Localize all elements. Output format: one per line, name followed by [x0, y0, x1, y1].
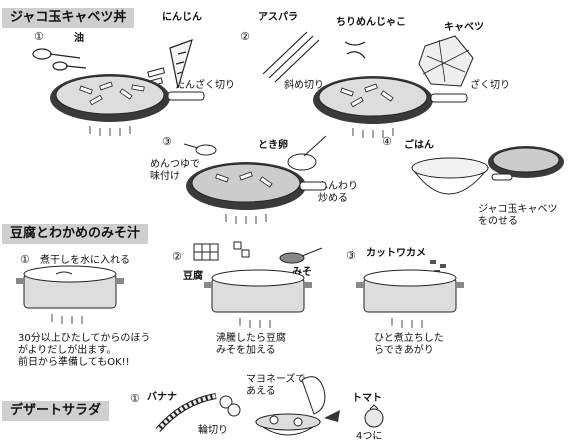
bowl-illustration: [411, 146, 564, 195]
step-number: ②: [172, 250, 182, 263]
label-oil: 油: [74, 33, 84, 44]
label-wakame: カットワカメ: [366, 248, 426, 259]
label-step3-text: ひと煮立ちした らできあがり: [374, 333, 444, 356]
step-number: ①: [34, 30, 44, 43]
pan-illustration-1: [32, 39, 205, 136]
label-cabbage: キャベツ: [444, 22, 484, 33]
section-title-misoshiru: 豆腐とわかめのみそ汁: [2, 224, 149, 244]
pot-illustration-3: [356, 260, 464, 328]
step-number: ②: [240, 30, 250, 43]
label-miso: みそ: [292, 267, 312, 278]
section-title-jako: ジャコ玉キャベツ丼: [2, 8, 135, 28]
label-asparagus: アスパラ: [258, 12, 298, 23]
label-niboshi: 煮干しを水に入れる: [40, 255, 130, 266]
label-fuwari: ふんわり 炒める: [318, 181, 358, 204]
label-naname: 斜め切り: [284, 80, 324, 91]
label-egg: とき卵: [258, 140, 288, 151]
label-serve: ジャコ玉キャベツ をのせる: [478, 204, 558, 227]
section-title-dessert: デザートサラダ: [2, 401, 110, 421]
pan-illustration-3: [183, 135, 327, 224]
note-dashi: 30分以上ひたしてからのほう がよりだしが出ます。 前日から準備してもOK!!: [18, 333, 151, 368]
salad-illustration: [155, 376, 384, 436]
label-wagiri: 輪切り: [198, 425, 228, 436]
step-number: ④: [382, 135, 392, 148]
label-tomato: トマト: [352, 393, 382, 404]
pan-illustration-2: [262, 31, 474, 138]
label-tofu: 豆腐: [183, 271, 203, 282]
label-carrot: にんじん: [162, 12, 202, 23]
label-banana: バナナ: [147, 392, 177, 403]
pot-illustration-2: [193, 241, 323, 328]
label-zaku: ざく切り: [470, 80, 510, 91]
pot-illustration-1: [16, 265, 124, 324]
label-tsuyu: めんつゆで 味付け: [150, 159, 200, 182]
step-number: ③: [162, 135, 172, 148]
label-chirimen: ちりめんじゃこ: [336, 17, 406, 28]
label-tanzaku: たんざく切り: [175, 80, 235, 91]
label-mayo: マヨネーズで あえる: [246, 374, 306, 397]
label-step2-text: 沸騰したら豆腐 みそを加える: [216, 333, 286, 356]
label-rice: ごはん: [404, 140, 434, 151]
step-number: ①: [20, 253, 30, 266]
label-tomato-cut: 4つに: [356, 431, 383, 442]
step-number: ③: [346, 249, 356, 262]
step-number: ①: [130, 392, 140, 405]
